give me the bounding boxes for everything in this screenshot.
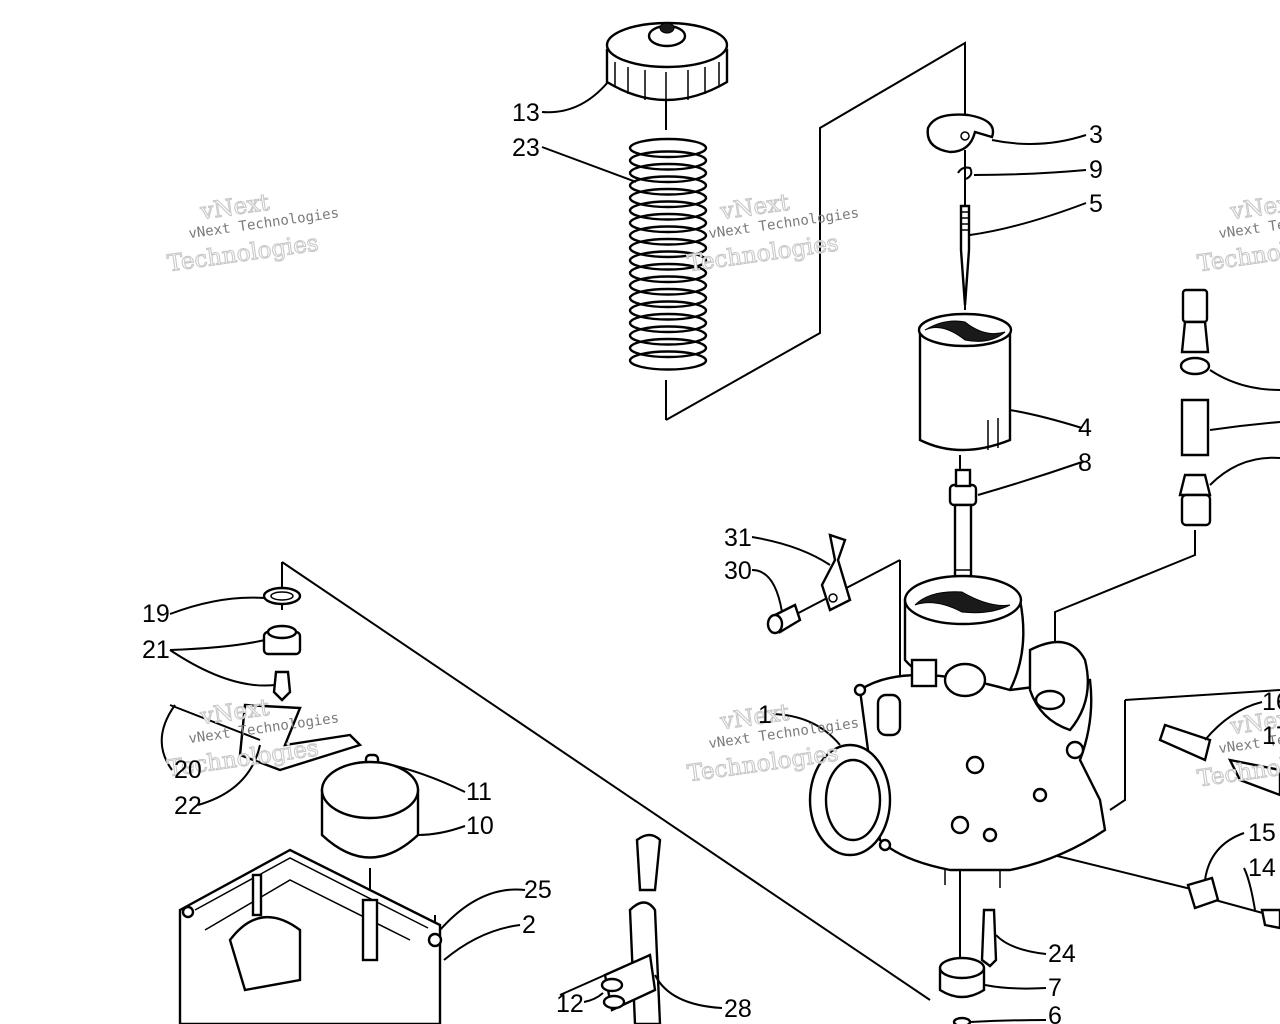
needle-part-5 — [959, 204, 971, 306]
callout-label: 1 — [758, 701, 772, 729]
callout-label: 2 — [522, 911, 536, 939]
callout-leader-lines — [160, 81, 1280, 1023]
spring-coil — [628, 250, 708, 271]
spring-coil — [628, 287, 708, 309]
watermark-left: vNext vNext Technologies Technologies — [165, 189, 340, 278]
callout-label: 31 — [724, 524, 752, 552]
spring-coil — [628, 325, 708, 346]
carburetor-body-part-1 — [808, 574, 1107, 888]
screw-part-30 — [766, 603, 802, 635]
callout-label: 25 — [524, 876, 552, 904]
float-part-10 — [320, 760, 420, 859]
callout-label: 19 — [142, 600, 170, 628]
spring-coil — [628, 237, 708, 259]
needle-jet-part-8 — [948, 468, 978, 592]
callout-label: 24 — [1048, 940, 1076, 968]
callout-label: 13 — [512, 99, 540, 127]
spring-coil — [628, 212, 708, 234]
clip-part-9 — [957, 166, 973, 180]
spring-coil — [628, 175, 708, 196]
spring-coil — [628, 137, 708, 159]
callout-label: 20 — [174, 756, 202, 784]
jet-part-24 — [980, 908, 998, 968]
callout-label: 10 — [466, 812, 494, 840]
spring-coil — [628, 162, 708, 184]
spring-coil — [628, 337, 708, 359]
pilot-screw-parts-16-17 — [1158, 723, 1280, 797]
spring-coil — [628, 225, 708, 246]
spring-coil — [628, 300, 708, 321]
washer-part-6 — [952, 1016, 972, 1024]
callout-label: 8 — [1078, 449, 1092, 477]
bracket-part-31 — [820, 533, 852, 612]
callout-label: 9 — [1089, 156, 1103, 184]
callout-label: 17 — [1262, 722, 1280, 750]
callout-label: 12 — [556, 990, 584, 1018]
nut-part-7 — [938, 956, 986, 999]
callout-label: 5 — [1089, 190, 1103, 218]
float-bowl-part-2 — [178, 848, 443, 1024]
callout-label: 21 — [142, 636, 170, 664]
watermark-right: vNext vNext Technologies Technologies — [1195, 189, 1280, 278]
washer-part-19 — [262, 586, 302, 606]
spring-part-23 — [628, 137, 708, 371]
callout-label: 28 — [724, 995, 752, 1023]
spring-coil — [628, 350, 708, 371]
spring-coil — [628, 200, 708, 221]
spring-coil — [628, 312, 708, 334]
starter-parts-right — [1178, 288, 1212, 527]
valve-seat-part-21 — [262, 624, 302, 702]
callout-label: 4 — [1078, 414, 1092, 442]
screw-parts-14-15 — [1186, 876, 1280, 930]
float-arm-part-22 — [169, 703, 363, 772]
plate-part-3 — [926, 113, 995, 154]
callout-label: 22 — [174, 792, 202, 820]
callout-label: 6 — [1048, 1002, 1062, 1024]
spring-coil — [628, 150, 708, 171]
callout-label: 15 — [1248, 819, 1276, 847]
callout-label: 14 — [1248, 854, 1276, 882]
callout-label: 23 — [512, 134, 540, 162]
spring-coil — [628, 187, 708, 209]
spring-coil — [628, 262, 708, 284]
callout-label: 7 — [1048, 974, 1062, 1002]
callout-label: 16 — [1262, 688, 1280, 716]
watermark-center: vNext vNext Technologies Technologies — [685, 189, 860, 278]
fitting-part-12 — [600, 977, 626, 1010]
callout-label: 3 — [1089, 121, 1103, 149]
callout-labels: 13 23 3 9 5 4 8 31 30 19 21 20 22 11 10 … — [142, 99, 1280, 1024]
cap-part-13 — [605, 21, 729, 103]
slide-part-4 — [917, 312, 1013, 452]
spring-coil — [628, 275, 708, 296]
callout-label: 30 — [724, 557, 752, 585]
callout-label: 11 — [466, 778, 492, 806]
